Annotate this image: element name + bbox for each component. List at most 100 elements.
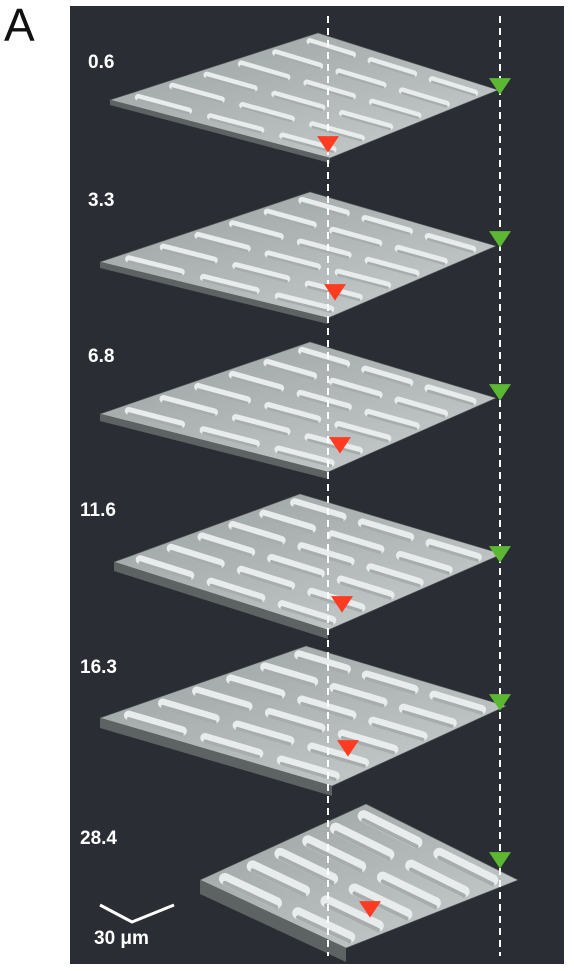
substrate-edge [200, 880, 346, 962]
ridge [296, 238, 352, 259]
ridge-shadow [250, 868, 307, 897]
ridge-shadow [300, 701, 354, 721]
ridge [376, 871, 441, 909]
ridge [207, 113, 265, 134]
ridge [166, 543, 225, 569]
ridge-shadow [195, 692, 250, 712]
ridge [335, 68, 387, 89]
ridge [329, 226, 383, 247]
ridge [232, 720, 295, 746]
red-marker-6 [359, 901, 381, 918]
ridge [292, 907, 356, 944]
ridge [329, 822, 395, 861]
ridge [329, 683, 388, 707]
red-marker-3 [329, 437, 351, 454]
ridge [348, 883, 413, 921]
ridge-shadow [363, 219, 411, 236]
surface-frame-1 [108, 32, 499, 163]
ridge-shadow [369, 569, 421, 588]
scale-bar-label: 30 μm [94, 928, 149, 949]
ridge [159, 394, 219, 417]
ridge-shadow [266, 407, 319, 424]
ridge [239, 102, 295, 123]
ridge-shadow [361, 818, 419, 849]
ridge-shadow [138, 561, 192, 581]
ridge-shadow [265, 364, 315, 381]
ridge [124, 406, 186, 429]
ridge [194, 382, 252, 405]
ridge-shadow [331, 231, 380, 247]
ridge-shadow [371, 103, 420, 120]
ridge-shadow [281, 137, 335, 153]
ridge [276, 755, 340, 781]
ridge-shadow [127, 260, 183, 276]
ridge [327, 530, 385, 554]
green-marker-1 [489, 78, 511, 95]
ridge [424, 384, 477, 406]
ridge [394, 244, 448, 265]
ridge-shadow [262, 515, 314, 534]
ridge-shadow [339, 581, 392, 600]
ridge-shadow [401, 710, 454, 728]
ridge [199, 426, 260, 448]
ridge [290, 498, 347, 522]
ridge-shadow [336, 426, 389, 443]
ridge-shadow [341, 114, 392, 131]
ridge-shadow [367, 261, 418, 278]
ridge [428, 76, 479, 97]
ridge-shadow [371, 723, 425, 742]
ridge [135, 555, 195, 580]
ridge [306, 38, 356, 59]
time-label-5: 16.3 [80, 657, 117, 678]
ridge [309, 121, 365, 142]
ridge-shadow [273, 95, 324, 112]
ridge-shadow [330, 536, 382, 554]
substrate-edge [110, 100, 330, 163]
ridge [157, 698, 220, 724]
red-marker-1 [317, 136, 339, 153]
ridge-shadow [364, 676, 416, 695]
ridge-shadow [234, 267, 288, 283]
ridge-shadow [352, 891, 409, 921]
time-label-6: 28.4 [80, 828, 117, 849]
ridge-shadow [337, 273, 389, 290]
ridge-shadow [279, 761, 337, 781]
ridge [194, 231, 251, 253]
ridge [361, 365, 414, 387]
substrate-edge [100, 718, 332, 796]
ridge [197, 532, 256, 557]
ridge-shadow [263, 668, 316, 687]
surface-stack [98, 16, 519, 962]
ridge-shadow [203, 739, 261, 759]
substrate-surface [199, 803, 519, 949]
green-marker-6 [489, 852, 511, 869]
ridge-shadow [200, 538, 253, 557]
ridge [267, 553, 325, 579]
ridge-shadow [297, 656, 348, 675]
panel-letter: A [4, 0, 35, 51]
surface-frame-3 [98, 341, 497, 479]
ridge [263, 208, 317, 229]
ridge [357, 810, 423, 849]
ridge [123, 710, 187, 736]
ridge [364, 256, 420, 277]
substrate-surface [99, 645, 507, 787]
ridge [199, 273, 260, 295]
ridge [405, 859, 470, 898]
ridge-shadow [231, 527, 283, 545]
ridge-shadow [274, 53, 322, 70]
green-marker-2 [489, 231, 511, 248]
ridge [264, 708, 326, 733]
ridge-shadow [300, 548, 352, 567]
ridge-shadow [267, 714, 323, 733]
figure-panel: 0.6 3.3 6.8 11.6 16.3 28.4 30 μm [70, 6, 564, 964]
ridge-shadow [277, 297, 333, 314]
ridge [394, 396, 449, 418]
ridge [228, 370, 285, 393]
ridge-shadow [241, 106, 293, 123]
ridge-shadow [293, 504, 344, 522]
ridge [433, 847, 499, 886]
ridge-shadow [171, 87, 223, 104]
ridge-shadow [280, 606, 334, 625]
ridge-shadow [426, 389, 474, 406]
